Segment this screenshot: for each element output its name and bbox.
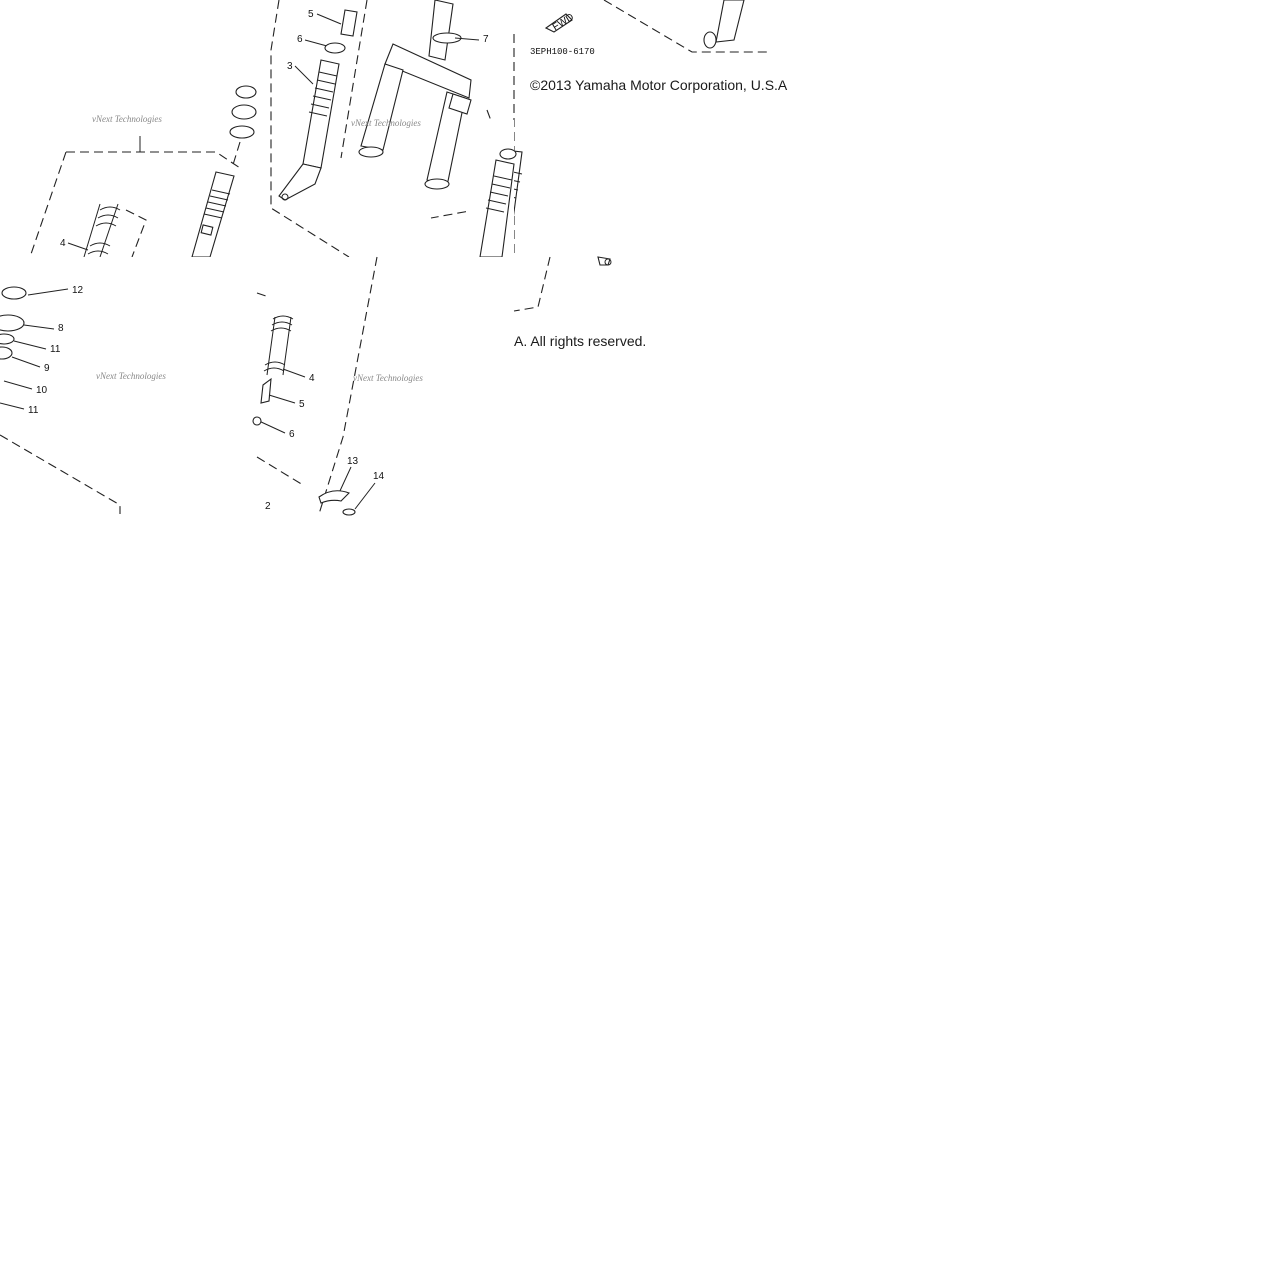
callout-3: 3 — [287, 61, 293, 72]
callout-6b: 6 — [289, 429, 295, 440]
callout-2: 2 — [265, 501, 271, 512]
diagram-tile-bottom-right: A. All rights reserved. — [513, 256, 771, 514]
callout-11: 11 — [50, 344, 61, 355]
callout-4b: 4 — [309, 373, 315, 384]
diagram-tile-top-right: FWD 3EPH100-6170 ©2013 Yamaha Motor Corp… — [489, 0, 787, 258]
callout-8: 8 — [58, 323, 64, 334]
fork-spring-lower — [263, 315, 294, 376]
callout-13: 13 — [347, 456, 359, 467]
diagram-tile-bottom-left: 12 8 11 9 10 11 vNext Technologies — [0, 257, 257, 514]
callout-5: 5 — [308, 9, 314, 20]
watermark-text: vNext Technologies — [92, 114, 162, 124]
spring-diagram: 4 5 6 13 14 2 vNext Technologies — [252, 256, 423, 516]
fork-tube-sliver — [479, 148, 517, 258]
fork-diagram-middle: 5 6 3 7 vNext Technologies — [270, 0, 494, 258]
fork-bracket — [358, 0, 472, 190]
copyright-line-2: A. All rights reserved. — [514, 333, 647, 349]
callout-12: 12 — [72, 285, 84, 296]
fwd-label: FWD — [551, 12, 576, 33]
outer-tube — [278, 59, 340, 201]
callout-14: 14 — [373, 471, 385, 482]
callout-5b: 5 — [299, 399, 305, 410]
seal-diagram: 12 8 11 9 10 11 vNext Technologies — [0, 285, 166, 514]
bolt-icon — [597, 256, 612, 266]
copyright-line-1: ©2013 Yamaha Motor Corporation, U.S.A — [530, 77, 788, 93]
diagram-tile-middle-right — [466, 120, 517, 258]
diagram-code: 3EPH100-6170 — [530, 47, 595, 57]
diagram-tile-bottom-middle: 4 5 6 13 14 2 vNext Technologies — [252, 256, 514, 516]
fork-diagram-right: FWD 3EPH100-6170 — [489, 0, 771, 258]
fwd-arrow-icon: FWD — [544, 12, 576, 33]
inner-tube — [191, 171, 235, 258]
svg-text:4: 4 — [60, 238, 66, 249]
fragment-diagram — [513, 256, 612, 312]
watermark-text: vNext Technologies — [353, 373, 423, 383]
callout-9: 9 — [44, 363, 50, 374]
callout-10: 10 — [36, 385, 48, 396]
callout-7: 7 — [483, 34, 489, 45]
fork-spring — [83, 203, 147, 258]
callout-6: 6 — [297, 34, 303, 45]
watermark-text: vNext Technologies — [351, 118, 421, 128]
fork-diagram-left: 4 vNext Technologies — [29, 85, 257, 258]
diagram-tile-top-left: 4 vNext Technologies — [0, 0, 257, 258]
watermark-text: vNext Technologies — [96, 371, 166, 381]
callout-11b: 11 — [28, 405, 39, 416]
